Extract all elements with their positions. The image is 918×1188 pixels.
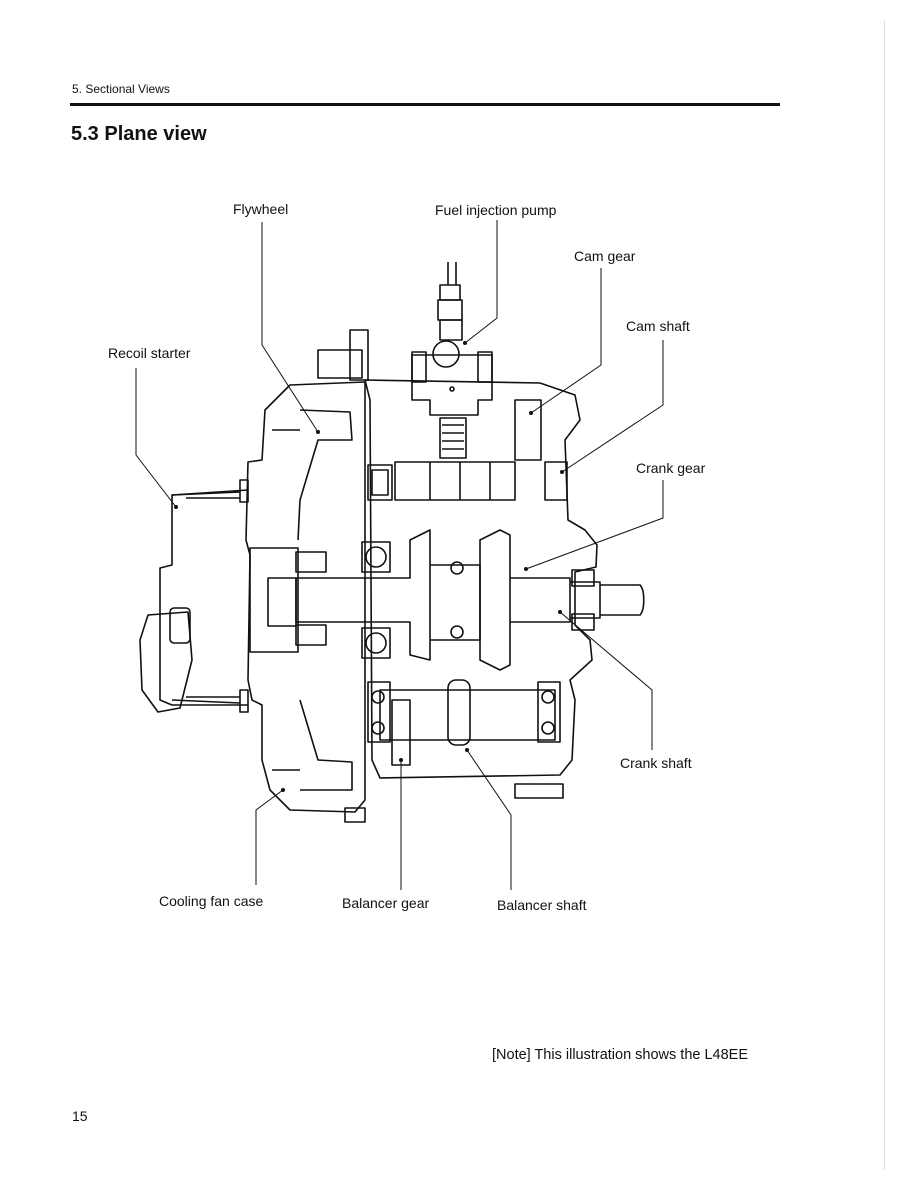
leader-cam-shaft — [561, 340, 664, 473]
page-number: 15 — [72, 1108, 88, 1124]
leader-recoil-starter — [135, 368, 177, 508]
leader-cooling-fan-case — [255, 789, 284, 885]
label-cooling-fan-case: Cooling fan case — [159, 893, 264, 909]
leader-crank-shaft — [559, 611, 653, 750]
label-flywheel: Flywheel — [233, 201, 289, 217]
label-balancer-gear: Balancer gear — [342, 895, 430, 911]
label-balancer-shaft: Balancer shaft — [497, 897, 587, 913]
label-recoil-starter: Recoil starter — [108, 345, 191, 361]
header-rule — [70, 103, 780, 106]
fuel-injection-pump — [411, 354, 493, 416]
label-crank-shaft: Crank shaft — [620, 755, 692, 771]
section-header: 5. Sectional Views — [72, 82, 170, 96]
page-edge-line — [884, 20, 885, 1170]
camshaft — [394, 461, 516, 501]
leader-flywheel — [261, 222, 319, 433]
leader-fuel-pump — [464, 220, 498, 344]
recoil-handle — [139, 611, 193, 713]
leader-cam-gear — [530, 268, 602, 414]
label-crank-gear: Crank gear — [636, 460, 706, 476]
crankshaft — [295, 529, 431, 661]
leader-crank-gear — [525, 480, 664, 570]
recoil-starter-body — [159, 489, 249, 706]
label-cam-shaft: Cam shaft — [626, 318, 690, 334]
crankcase-outline — [364, 379, 598, 779]
illustration-note: [Note] This illustration shows the L48EE — [492, 1047, 749, 1063]
label-fuel-injection-pump: Fuel injection pump — [435, 202, 557, 218]
fan-case-outline — [245, 381, 366, 813]
balancer-shaft — [379, 689, 556, 741]
page-title: 5.3 Plane view — [71, 123, 207, 145]
label-cam-gear: Cam gear — [574, 248, 636, 264]
leader-balancer-shaft — [466, 749, 512, 890]
